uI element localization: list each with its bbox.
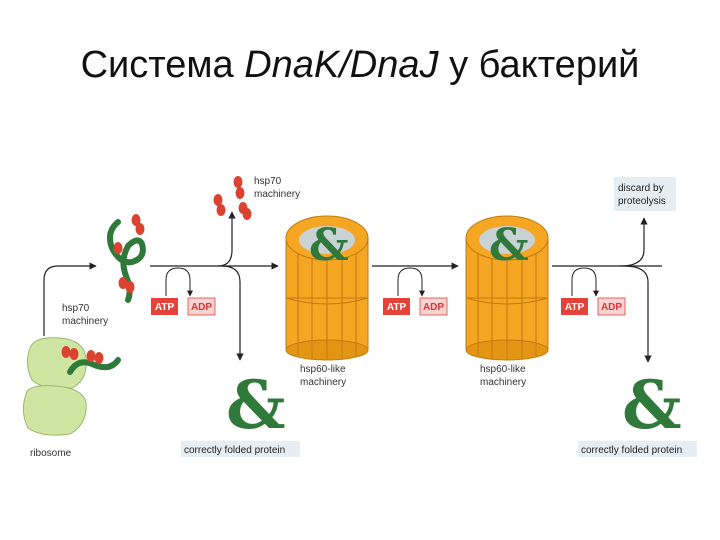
adp-label-2: ADP — [423, 302, 444, 313]
arrow-atp-loop-3 — [571, 267, 599, 297]
released-hsp70 — [213, 176, 252, 220]
adp-box-2 — [419, 297, 448, 316]
title-italic: DnaK/DnaJ — [244, 44, 439, 86]
folded-protein-1: & — [226, 366, 286, 444]
arrow-up-discard — [619, 217, 648, 267]
hsp60-2-label-1: hsp60-like — [480, 364, 526, 375]
arrow-down-folded-2 — [623, 265, 652, 363]
hsp70-top-label-2: machinery — [254, 189, 300, 200]
hsp70-on-ribosome — [61, 346, 104, 364]
atp-label-2: ATP — [387, 302, 407, 313]
arrow-up-hsp70-release — [217, 211, 236, 267]
hsp60-1-label-2: machinery — [300, 377, 346, 388]
folded-box-2 — [578, 441, 697, 457]
atp-label-3: ATP — [565, 302, 585, 313]
chaperonin-2: & — [465, 215, 549, 361]
hsp70-left-label-1: hsp70 — [62, 303, 90, 314]
adp-label-3: ADP — [601, 302, 622, 313]
arrow-atp-loop-1 — [165, 267, 193, 297]
title-suffix: у бактерий — [438, 44, 640, 86]
svg-text:&: & — [489, 220, 529, 271]
protein-unfolded-1 — [107, 219, 146, 303]
folded-label-2: correctly folded protein — [581, 445, 682, 456]
chaperonin-1: & — [285, 215, 369, 361]
hsp70-on-protein — [113, 214, 145, 293]
discard-box — [614, 177, 676, 211]
hsp70-left-label-2: machinery — [62, 316, 108, 327]
arrow-ribosome-up — [43, 262, 97, 336]
title-prefix: Система — [80, 44, 245, 86]
discard-label-1: discard by — [618, 183, 664, 194]
folded-label-1: correctly folded protein — [184, 445, 285, 456]
arrow-down-folded-1 — [221, 265, 244, 361]
folded-box-1 — [181, 441, 300, 457]
atp-box-2 — [383, 298, 410, 315]
atp-box-1 — [151, 298, 178, 315]
atp-box-3 — [561, 298, 588, 315]
arrow-atp-loop-2 — [397, 267, 425, 297]
svg-text:&: & — [309, 220, 349, 271]
discard-label-2: proteolysis — [618, 196, 666, 207]
adp-box-3 — [597, 297, 626, 316]
slide-title: Система DnaK/DnaJ у бактерий — [0, 44, 720, 87]
adp-label-1: ADP — [191, 302, 212, 313]
adp-box-1 — [187, 297, 216, 316]
hsp60-2-label-2: machinery — [480, 377, 526, 388]
nascent-chain — [67, 357, 121, 375]
atp-label-1: ATP — [155, 302, 175, 313]
hsp60-1-label-1: hsp60-like — [300, 364, 346, 375]
folded-protein-2: & — [622, 366, 682, 444]
hsp70-top-label-1: hsp70 — [254, 176, 282, 187]
ribosome-label: ribosome — [30, 448, 72, 459]
